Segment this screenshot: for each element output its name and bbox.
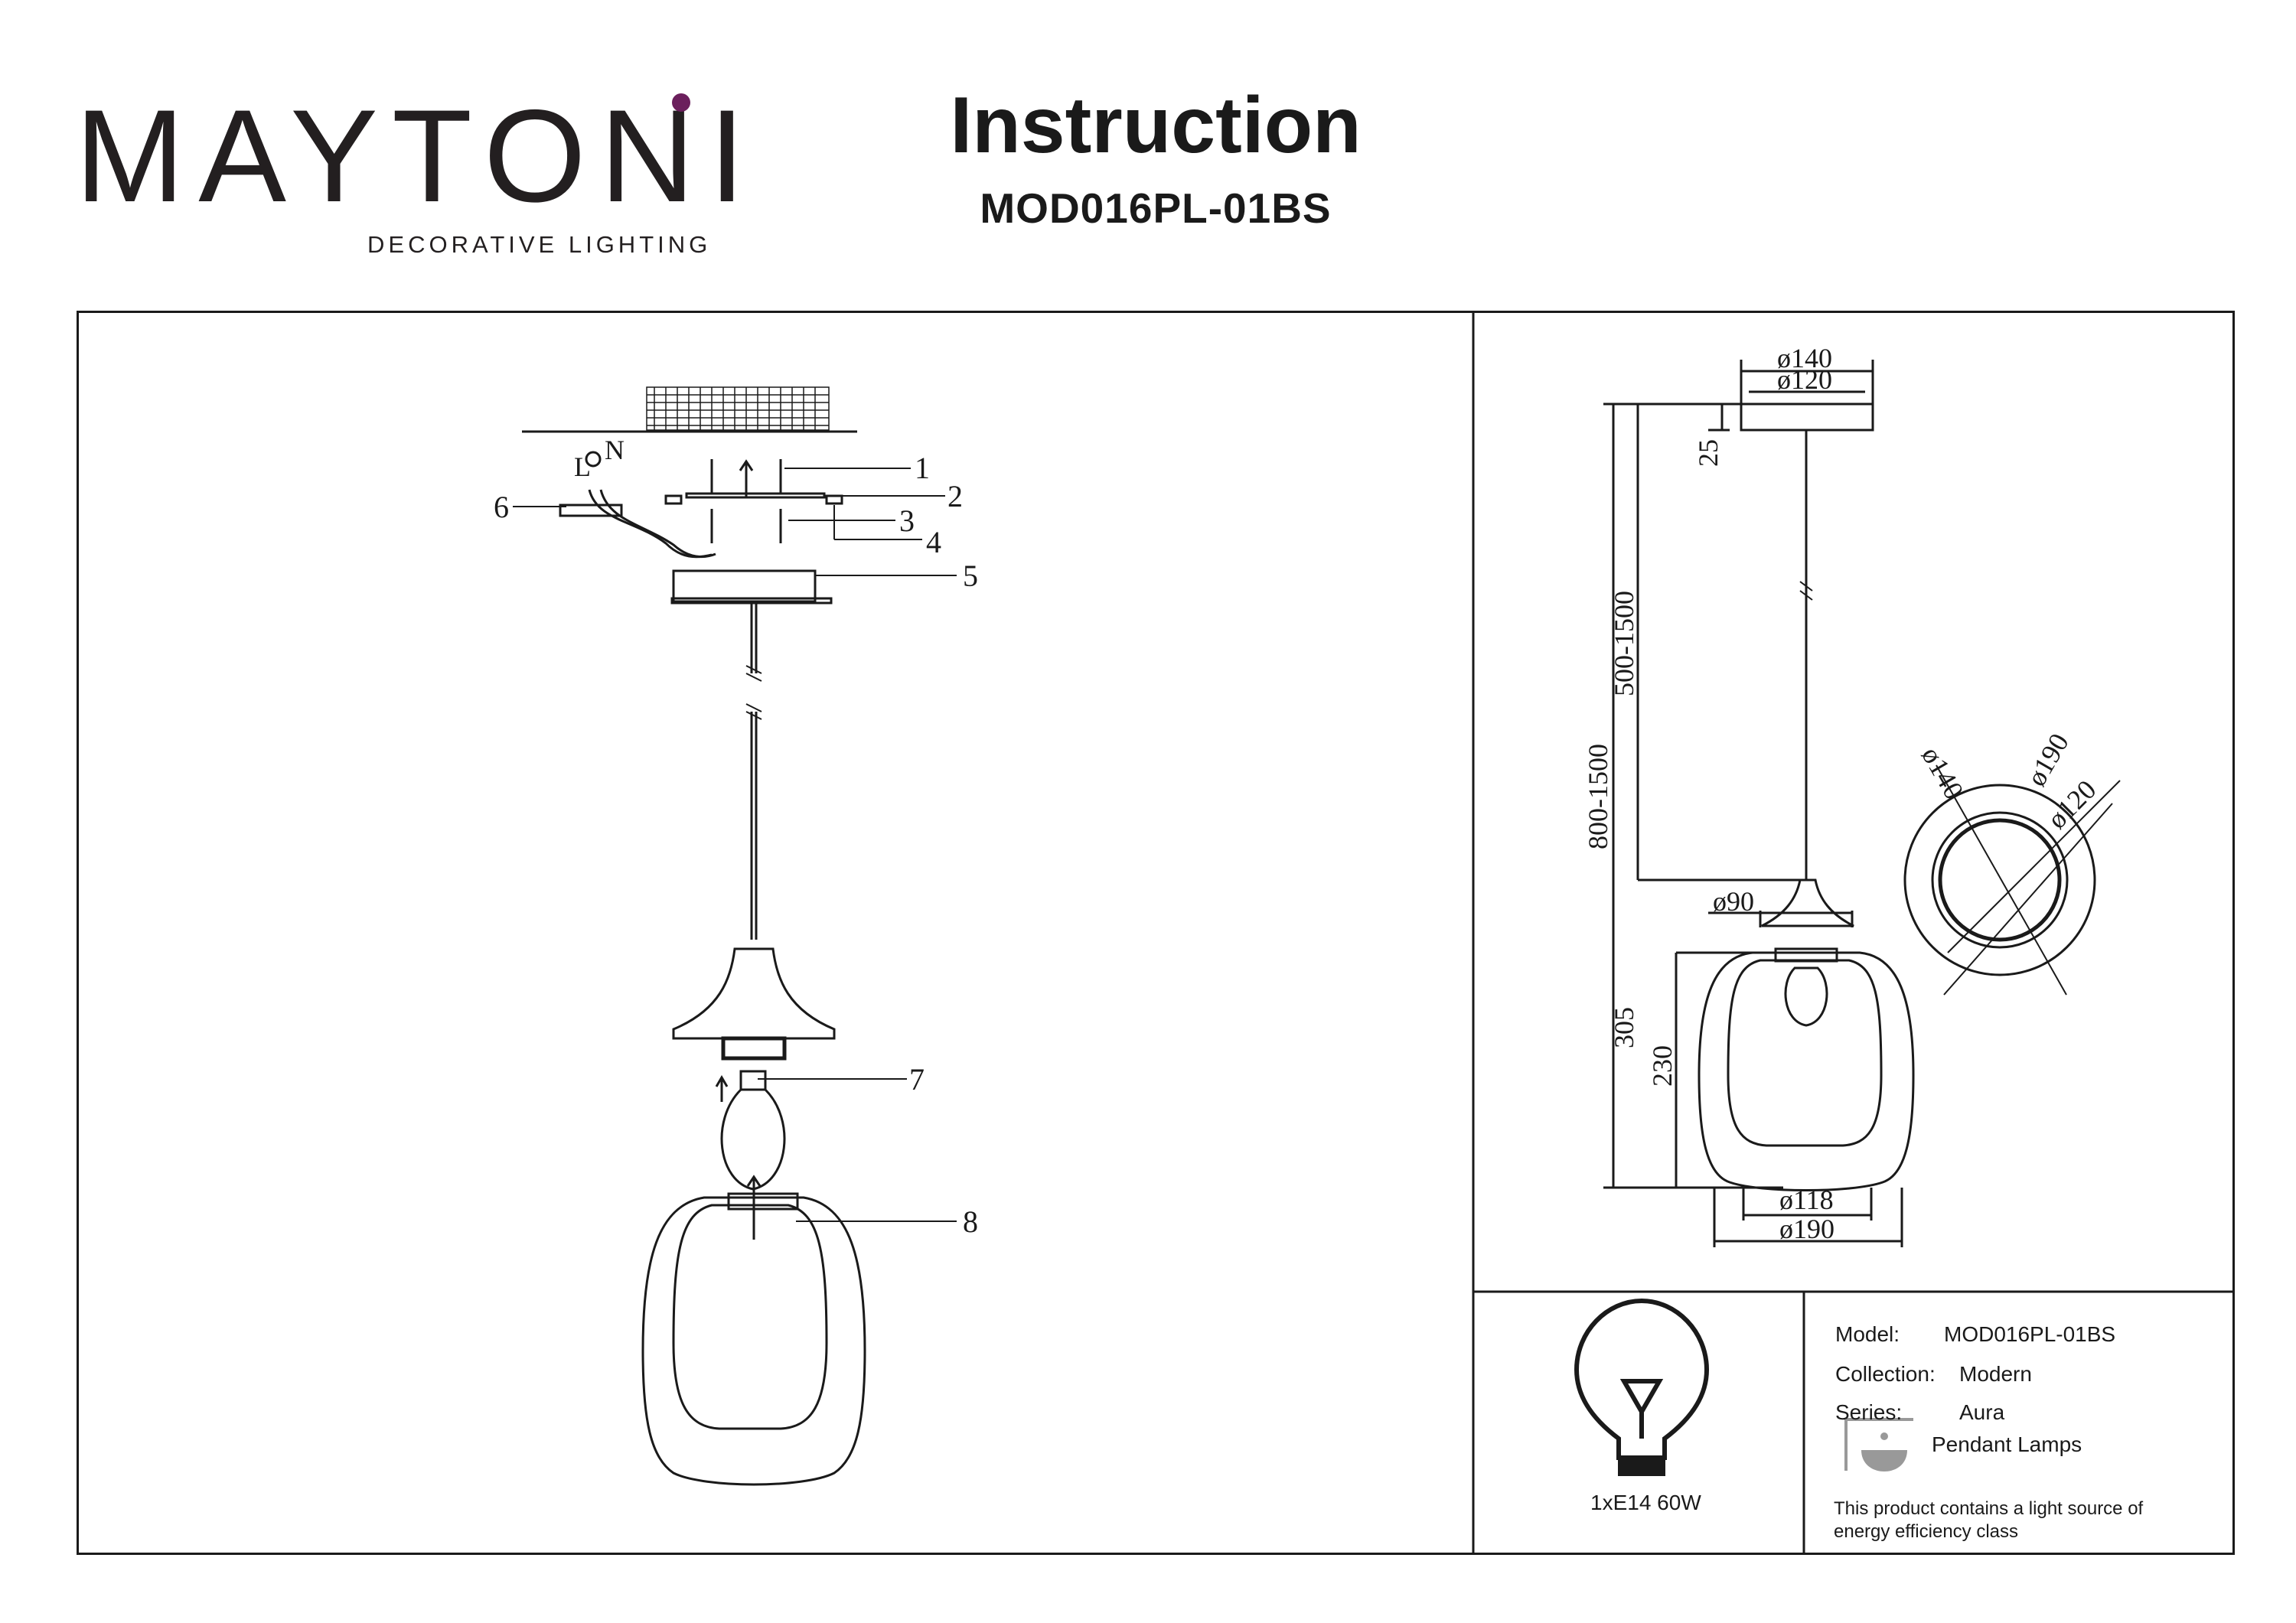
instruction-frame [77, 311, 2235, 1555]
page-title: Instruction [950, 81, 1362, 170]
dim-canopy-outer: ø140 [1777, 343, 1832, 373]
dim-canopy-height: 25 [1693, 439, 1724, 467]
glass-shade [641, 1175, 866, 1486]
part-label-4: 4 [926, 525, 941, 559]
collection-value: Modern [1959, 1362, 2032, 1386]
brand-logo: MAYTONI [75, 90, 745, 266]
dim-top-view [1903, 764, 2121, 996]
pendant-lamp-icon [1844, 1418, 1913, 1471]
dim-canopy [1740, 402, 1874, 432]
energy-note-line2: energy efficiency class [1834, 1521, 2019, 1542]
ceiling-hatch [646, 386, 830, 431]
part-label-3: 3 [899, 504, 915, 538]
dim-total-height: 800-1500 [1583, 744, 1613, 849]
top-view-d140: ø140 [1916, 741, 1970, 804]
dim-canopy-inner: ø120 [1777, 364, 1832, 395]
part-label-5: 5 [963, 559, 978, 593]
lamp-holder [672, 947, 836, 1040]
dim-shade [1698, 947, 1915, 1191]
wire-label-n: N [605, 435, 625, 465]
dim-holder [1761, 878, 1854, 927]
top-view-d190: ø190 [2020, 728, 2075, 791]
part-label-8: 8 [963, 1204, 978, 1239]
dim-cord-length: 500-1500 [1609, 591, 1639, 696]
part-label-2: 2 [947, 479, 963, 513]
bulb-spec: 1xE14 60W [1590, 1491, 1701, 1514]
logo-dot-icon [672, 93, 690, 112]
series-value: Aura [1959, 1400, 2005, 1424]
part-label-7: 7 [909, 1062, 925, 1097]
dim-inner-diameter: ø118 [1779, 1185, 1834, 1215]
lamp-type: Pendant Lamps [1932, 1432, 2082, 1456]
wire-label-l: L [574, 451, 591, 482]
series-label: Series: [1835, 1400, 1903, 1424]
model-label: Model: [1835, 1322, 1900, 1346]
dim-holder-diameter: ø90 [1713, 886, 1754, 917]
model-value: MOD016PL-01BS [1944, 1322, 2116, 1346]
energy-note-line1: This product contains a light source of [1834, 1498, 2144, 1519]
dim-lamp-height: 305 [1609, 1007, 1639, 1048]
dim-outer-diameter: ø190 [1779, 1214, 1835, 1244]
dim-shade-height: 230 [1647, 1045, 1678, 1087]
bulb-icon [1574, 1298, 1710, 1476]
model-title: MOD016PL-01BS [980, 184, 1332, 232]
bulb-drawing [715, 1070, 786, 1191]
collection-label: Collection: [1835, 1362, 1936, 1386]
mounting-bracket [664, 459, 843, 543]
brand-tagline: DECORATIVE LIGHTING [367, 231, 712, 258]
canopy [672, 569, 817, 603]
part-leaders [513, 468, 957, 1222]
header: Instruction MOD016PL-01BS [903, 86, 1408, 233]
terminal-block [559, 451, 716, 559]
brand-name: MAYTONI [75, 83, 759, 230]
part-label-6: 6 [494, 490, 509, 524]
part-label-1: 1 [915, 451, 930, 485]
